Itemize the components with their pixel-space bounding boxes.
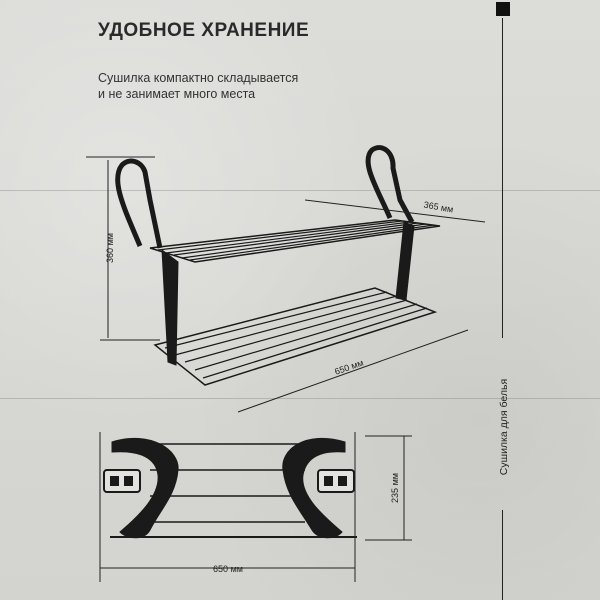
- isometric-dryer: [115, 145, 441, 386]
- upper-shelf-frame: [149, 219, 441, 263]
- lower-shelf-frame: [153, 287, 438, 386]
- left-hook: [115, 158, 163, 249]
- length-label: 650 мм: [333, 358, 365, 377]
- height-label: 360 мм: [105, 233, 115, 263]
- left-bracket: [161, 248, 179, 366]
- right-bracket: [395, 221, 415, 301]
- folded-left-hook: [111, 437, 179, 539]
- page-title: УДОБНОЕ ХРАНЕНИЕ: [98, 20, 310, 41]
- folded-dryer: [103, 437, 357, 539]
- iso-dimension-lines: [86, 156, 486, 413]
- upper-shelf-rods: [157, 220, 435, 261]
- side-line-top: [502, 18, 503, 338]
- subtitle-line-2: и не занимает много места: [98, 87, 256, 101]
- subtitle: Сушилка компактно складывается и не зани…: [98, 70, 298, 102]
- lower-shelf-rods: [164, 291, 428, 379]
- right-hook: [365, 145, 415, 224]
- folded-left-clamp: [103, 469, 141, 493]
- folded-right-hook: [282, 437, 346, 539]
- depth-dimension-line: [304, 199, 486, 223]
- tile-seam: [0, 190, 600, 191]
- side-line-bottom: [502, 510, 503, 600]
- length-dimension-line: [237, 329, 469, 413]
- folded-right-clamp: [317, 469, 355, 493]
- black-square-marker: [496, 2, 510, 16]
- depth-label: 365 мм: [423, 200, 454, 215]
- folded-width-label: 235 мм: [390, 473, 400, 503]
- folded-dimension-lines: [99, 432, 412, 582]
- tile-seam: [0, 398, 600, 399]
- folded-length-label: 650 мм: [213, 564, 243, 574]
- subtitle-line-1: Сушилка компактно складывается: [98, 71, 299, 85]
